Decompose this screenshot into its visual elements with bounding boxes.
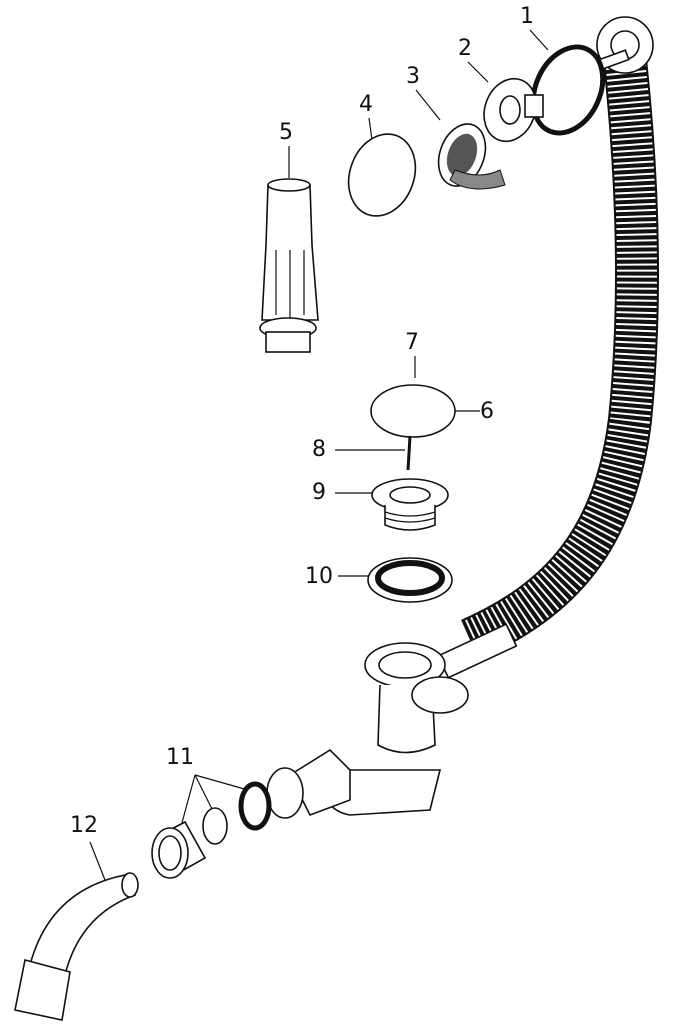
label-part-3: 3	[406, 64, 420, 89]
part-2-rosette	[483, 77, 544, 143]
part-12-tail-pipe	[14, 872, 139, 1021]
label-part-5: 5	[279, 120, 293, 145]
part-4-cover	[347, 133, 417, 217]
part-8-stem	[406, 435, 412, 471]
waste-body	[266, 623, 518, 819]
label-part-12: 12	[70, 813, 98, 838]
label-part-8: 8	[312, 437, 326, 462]
label-part-6: 6	[480, 399, 494, 424]
part-6-7-plug-cap	[370, 384, 456, 438]
label-part-11: 11	[166, 745, 194, 770]
label-part-2: 2	[458, 36, 472, 61]
part-5-cartridge	[259, 178, 319, 353]
leader-lines	[89, 29, 549, 881]
label-part-1: 1	[520, 4, 534, 29]
label-part-4: 4	[359, 92, 373, 117]
part-11-seals-nut	[151, 781, 272, 879]
label-part-9: 9	[312, 480, 326, 505]
part-10-gasket	[367, 557, 453, 603]
label-part-10: 10	[305, 564, 333, 589]
part-9-strainer	[371, 478, 449, 531]
part-1-seal	[530, 44, 606, 136]
part-3-filter	[437, 123, 506, 190]
label-part-7: 7	[405, 330, 419, 355]
